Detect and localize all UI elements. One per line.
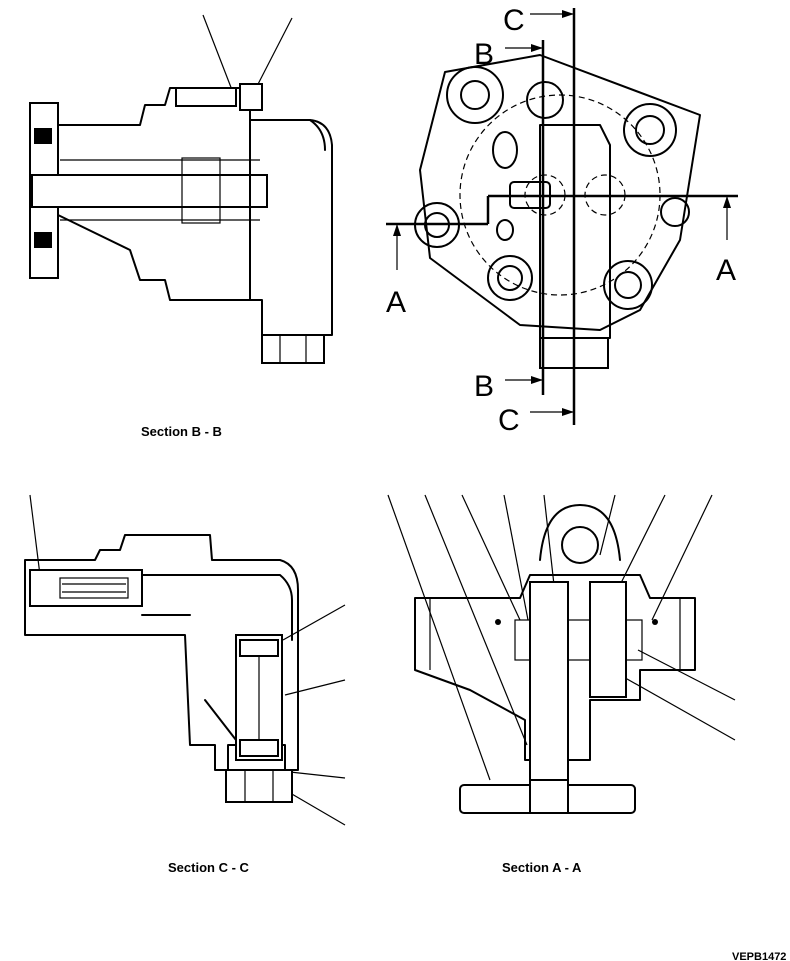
bolt-hole — [526, 81, 564, 119]
cut-label-a-left: A — [386, 286, 406, 319]
section-bb-caption: Section B - B — [141, 424, 222, 439]
leader-line — [254, 17, 293, 91]
cut-label-b-top: B — [474, 38, 494, 71]
leader-line — [637, 649, 736, 701]
drain-plug — [261, 334, 325, 364]
bolt-head — [239, 83, 263, 111]
cut-label-c-top: C — [503, 4, 525, 37]
leader-line — [599, 494, 616, 556]
bolt-hole — [635, 115, 665, 145]
pump-body-outline — [57, 87, 333, 336]
leader-line — [289, 771, 346, 779]
leader-line — [424, 494, 528, 746]
leader-line — [284, 789, 346, 826]
bolt-hole — [460, 80, 490, 110]
cut-label-a-right: A — [716, 254, 736, 287]
leader-line — [461, 494, 521, 621]
pump-body-outline — [24, 534, 299, 771]
gear-tooth — [34, 232, 52, 248]
drive-shaft — [31, 174, 268, 208]
leader-line — [202, 14, 233, 91]
relief-valve — [29, 569, 143, 607]
section-aa-view: Section A - A — [387, 494, 736, 875]
leader-line — [651, 494, 713, 621]
leader-line — [29, 494, 41, 576]
bolt-hole — [497, 265, 523, 291]
driven-gear — [589, 581, 627, 698]
leader-line — [284, 679, 346, 696]
center-housing — [539, 124, 611, 339]
bolt-hole — [660, 197, 690, 227]
mounting-hole — [561, 526, 599, 564]
cut-label-b-bottom: B — [474, 370, 494, 403]
section-aa-caption: Section A - A — [502, 860, 582, 875]
drive-gear — [529, 581, 569, 811]
section-cc-caption: Section C - C — [168, 860, 250, 875]
flange-outline — [419, 54, 701, 331]
passage-edge — [309, 119, 326, 151]
section-cc-view: Section C - C — [24, 494, 346, 875]
cut-label-c-bottom: C — [498, 404, 520, 437]
bolt-hole — [614, 271, 642, 299]
leader-line — [387, 494, 491, 781]
leader-line — [503, 494, 529, 621]
leader-line — [619, 674, 736, 741]
leader-line — [282, 604, 346, 641]
figure-code: VEPB1472 — [732, 951, 786, 961]
section-bb-view: Section B - B — [29, 14, 333, 439]
leader-line — [619, 494, 666, 586]
gear-tooth — [34, 128, 52, 144]
drain-plug — [225, 769, 293, 803]
pump-body-outline — [414, 574, 696, 761]
plug-bolt — [175, 87, 237, 107]
bearing — [181, 157, 221, 224]
front-view: C B A A B C — [386, 4, 738, 437]
leader-line — [543, 494, 555, 586]
